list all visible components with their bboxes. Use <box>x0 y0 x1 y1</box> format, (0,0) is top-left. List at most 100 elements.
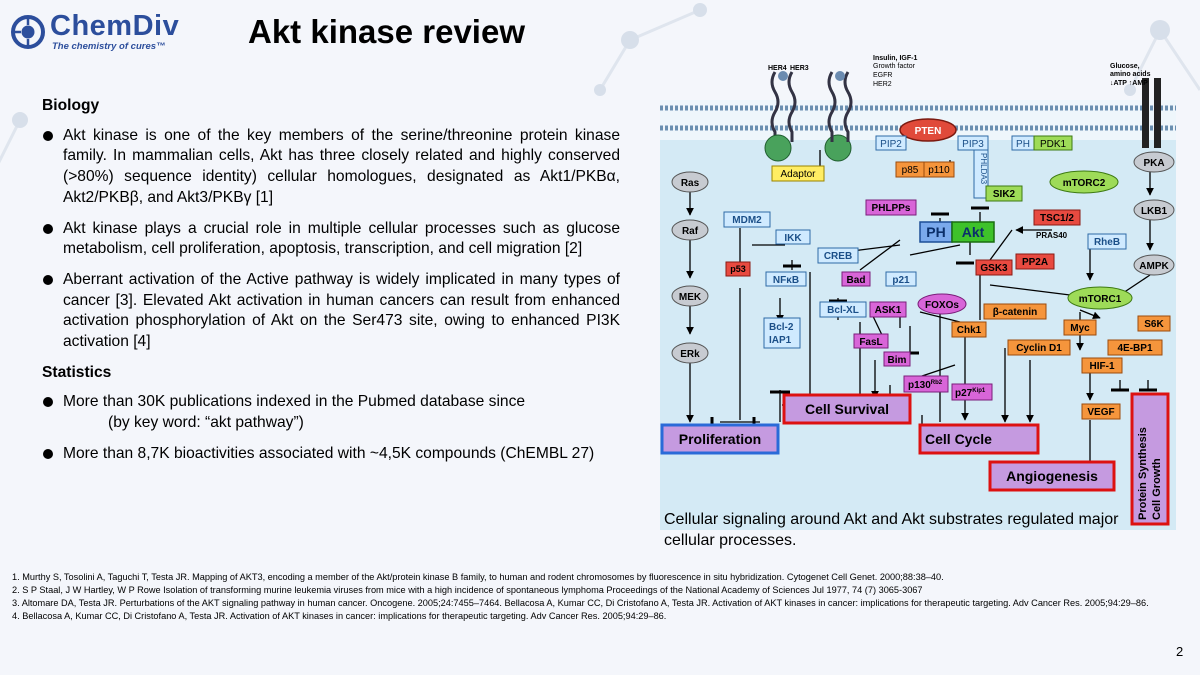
ikk-node <box>775 229 811 245</box>
ampk-node <box>1133 254 1175 276</box>
cyclind1-node <box>1007 339 1071 356</box>
ampk-label: AMPK <box>1139 261 1169 272</box>
ligand-label-2: Growth factor <box>873 63 916 70</box>
p110-label: p110 <box>928 165 950 176</box>
myc-node <box>1063 319 1097 336</box>
tsc12-label: TSC1/2 <box>1040 213 1074 224</box>
mtorc1-node <box>1067 286 1133 310</box>
akt-label: Akt <box>962 224 985 240</box>
cyclind1-label: Cyclin D1 <box>1016 343 1062 354</box>
statistics-bullet-1-main: More than 30K publications indexed in th… <box>63 393 526 411</box>
pathway-nodes: PTEN PIP2 PIP3 PH PDK1 Adaptor p85 p110 … <box>671 118 1175 420</box>
phlda3-node <box>973 149 989 199</box>
her3-label: HER3 <box>790 65 809 72</box>
protein-synthesis-box <box>1130 392 1170 526</box>
mek-node <box>671 285 709 307</box>
ask1-node <box>869 301 907 318</box>
ligand-label-3: EGFR <box>873 72 892 79</box>
proliferation-box <box>660 423 780 455</box>
ligand-label-4: HER2 <box>873 81 892 88</box>
s6k-label: S6K <box>1144 319 1164 330</box>
reference-3: 3. Altomare DA, Testa JR. Perturbations … <box>12 598 1149 608</box>
text-column: Biology Akt kinase is one of the key mem… <box>42 96 620 475</box>
pip2-label: PIP2 <box>880 139 902 150</box>
adaptor-label: Adaptor <box>780 169 816 180</box>
pka-label: PKA <box>1143 158 1164 169</box>
angiogenesis-box <box>988 460 1116 492</box>
angiogenesis-label: Angiogenesis <box>1006 468 1098 484</box>
biology-bullet-1: Akt kinase is one of the key members of … <box>42 126 620 209</box>
slide-title: Akt kinase review <box>248 13 525 50</box>
her-receptors <box>764 71 853 162</box>
pten-label: PTEN <box>915 126 942 137</box>
foxos-label: FOXOs <box>925 300 959 311</box>
nfkb-node <box>765 271 807 287</box>
statistics-bullet-1-sub: (by key word: “akt pathway”) <box>108 414 304 432</box>
statistics-heading: Statistics <box>42 363 112 381</box>
mdm2-node <box>723 211 771 228</box>
pip3-label: PIP3 <box>962 139 984 150</box>
bim-label: Bim <box>888 355 907 366</box>
pdk1-ph-label: PH <box>1016 139 1030 150</box>
bclxl-node <box>819 301 867 318</box>
raf-label: Raf <box>682 226 699 237</box>
biology-bullet-2: Akt kinase plays a crucial role in multi… <box>42 219 620 260</box>
glucose-label-1: Glucose, <box>1110 63 1140 70</box>
logo-tagline: The chemistry of cures™ <box>52 41 166 52</box>
p53-label: p53 <box>730 264 746 274</box>
gsk3-node <box>975 259 1013 276</box>
p85-label: p85 <box>902 165 919 176</box>
references: 1. Murthy S, Tosolini A, Taguchi T, Test… <box>12 571 1172 623</box>
foxos-node <box>917 293 967 315</box>
cell-survival-label: Cell Survival <box>805 401 889 417</box>
pip3-node <box>957 135 989 151</box>
pten-node <box>899 118 957 142</box>
gsk3-label: GSK3 <box>980 263 1008 274</box>
tsc12-node <box>1033 209 1081 226</box>
mtorc2-label: mTORC2 <box>1063 178 1106 189</box>
pdk1-label: PDK1 <box>1040 139 1067 150</box>
adaptor-node <box>771 165 825 182</box>
proliferation-label: Proliferation <box>679 431 761 447</box>
inhibition-bars <box>710 206 1157 427</box>
page-number: 2 <box>1176 644 1184 659</box>
p27-node <box>951 383 993 401</box>
cell-cycle-box <box>918 423 1040 455</box>
protein-synthesis-label: Protein Synthesis <box>1137 427 1149 520</box>
creb-node <box>817 247 859 264</box>
bad-label: Bad <box>847 275 866 286</box>
cell-survival-box <box>782 393 912 425</box>
phlda3-label: PHLDA3 <box>979 153 988 185</box>
akt-node <box>951 221 995 243</box>
sik2-label: SIK2 <box>993 189 1016 200</box>
4ebp1-label: 4E-BP1 <box>1117 343 1152 354</box>
phlpps-node <box>865 199 917 216</box>
bcl2-iap1-node <box>763 317 801 349</box>
mtorc2-node <box>1049 170 1119 194</box>
akt-ph-label: PH <box>926 224 945 240</box>
pdk1-node <box>1033 135 1073 151</box>
chk1-label: Chk1 <box>957 325 982 336</box>
hif1-node <box>1081 357 1123 374</box>
bad-node <box>841 271 871 287</box>
chemdiv-logo: ChemDiv The chemistry of cures™ <box>10 8 210 52</box>
vegf-label: VEGF <box>1087 407 1114 418</box>
statistics-bullet-1: More than 30K publications indexed in th… <box>42 392 620 433</box>
diagram-caption: Cellular signaling around Akt and Akt su… <box>664 511 1119 549</box>
p21-label: p21 <box>892 275 910 286</box>
nfkb-label: NFκB <box>773 275 799 286</box>
bcatenin-label: β-catenin <box>993 307 1037 318</box>
cell-cycle-label: Cell Cycle <box>925 431 992 447</box>
lkb1-node <box>1133 199 1175 221</box>
pip2-node <box>875 135 907 151</box>
cell-growth-label: Cell Growth <box>1151 458 1163 520</box>
hif1-label: HIF-1 <box>1090 361 1115 372</box>
reference-1: 1. Murthy S, Tosolini A, Taguchi T, Test… <box>12 572 944 582</box>
biology-heading: Biology <box>42 97 100 114</box>
bim-node <box>883 351 911 367</box>
mek-label: MEK <box>679 292 702 303</box>
ikk-label: IKK <box>784 233 802 244</box>
ras-node <box>671 171 709 193</box>
pp2a-label: PP2A <box>1022 257 1048 268</box>
